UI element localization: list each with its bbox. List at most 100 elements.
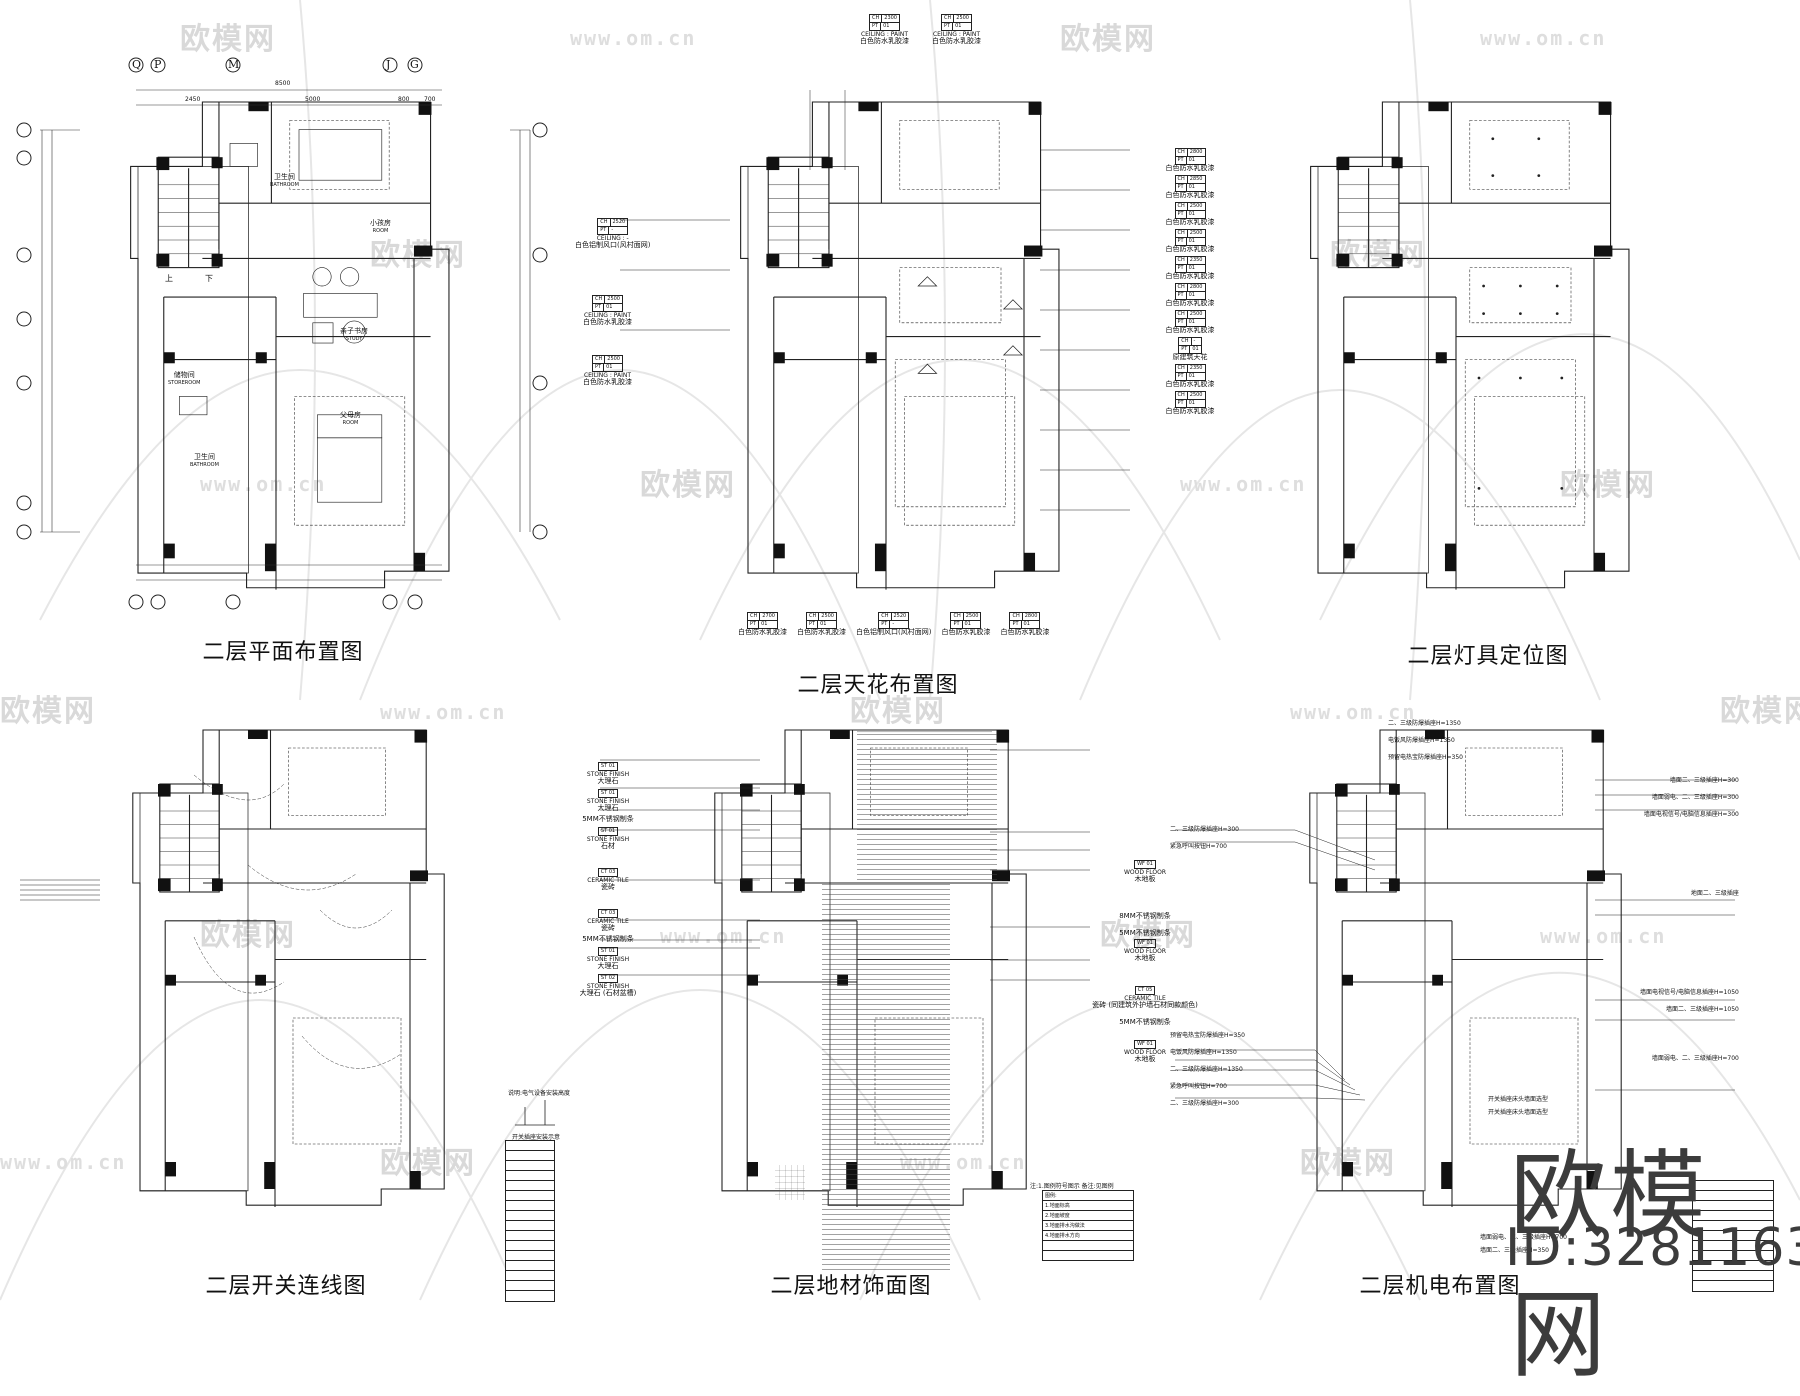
lighting-drawing [1310,101,1630,591]
floor-tag: 5MM不锈钢制条 [582,815,634,823]
mep-note: 电饭风防爆插座H=1350 [1388,737,1455,744]
mep-note: 墙面弱电、二、三级插座H=300 [1651,794,1739,801]
floor-finish-drawing [600,729,1090,1270]
mep-note: 二、三级防爆插座H=300 [1170,826,1239,833]
mep-note: 开关插座床头墙面选型 [1488,1096,1549,1103]
floor-legend-title: 注:1.图例符号图示 备注:见图例 [1030,1183,1114,1190]
mep-note: 墙面弱电、二、三级插座H=700 [1480,1234,1567,1241]
switch-plan [20,720,580,1260]
mep-note: 墙面电视信号/电脑信息插座H=1050 [1640,989,1739,996]
mep-notes-left: 二、三级防爆插座H=300 紧急呼叫按钮H=700 预留电热宝防爆插座H=350… [1170,824,1245,1107]
dim-segment: 800 [398,96,410,103]
title-mep: 二层机电布置图 [1359,1274,1521,1299]
mep-note: 紧急呼叫按钮H=700 [1170,843,1227,850]
mep-note: 开关插座床头墙面选型 [1488,1109,1549,1116]
mep-note: 二、三级防爆插座H=300 [1170,1100,1239,1107]
grid-col-g: G [410,58,419,71]
switch-detail-diagram [515,1100,555,1126]
watermark-arcs [0,0,1800,1301]
ceiling-plan [620,30,1200,630]
mep-notes-top: 二、三级防爆插座H=1350 电饭风防爆插座H=1350 预留电热宝防爆插座H=… [1388,718,1463,761]
mep-note: 预留电热宝防爆插座H=350 [1388,754,1463,761]
floor-tag: 5MM不锈钢制条 [582,935,634,943]
mep-note: 墙面二、三级插座H=1050 [1666,1006,1739,1013]
switch-drawing [20,729,445,1208]
floor-tag: 5MM不锈钢制条 [1119,929,1171,937]
title-lighting: 二层灯具定位图 [1407,644,1569,669]
mep-drawing [1175,729,1735,1208]
mep-note: 电饭风防爆插座H=1350 [1170,1049,1237,1056]
grid-col-j: J [386,58,391,71]
title-floor-layout: 二层平面布置图 [202,640,364,665]
mep-note: 预留电热宝防爆插座H=350 [1170,1032,1245,1039]
switch-detail-title: 说明:电气设备安装高度 [508,1090,571,1097]
mep-note: 墙面弱电、二、三级插座H=700 [1651,1055,1739,1062]
floor-tag: 8MM不锈钢制条 [1119,912,1171,920]
mep-notes-right: 墙面二、三级插座H=300 墙面弱电、二、三级插座H=300 墙面电视信号/电脑… [1640,775,1739,1062]
stair-down-label: 下 [205,274,213,283]
mep-notes-bottom: 墙面弱电、二、三级插座H=700 墙面二、三级插座H=350 [1480,1232,1567,1254]
grid-col-m: M [228,58,240,71]
floor-layout-drawing [130,101,450,591]
title-switch: 二层开关连线图 [205,1274,367,1299]
dim-segment: 700 [424,96,436,103]
floor-legend-table: 图例: 1.地面标高 2.地面坡度 3.地面排水沟做法 4.地面排水方向 [1042,1190,1134,1261]
mep-note: 地面二、三级插座 [1690,890,1739,897]
mep-note: 二、三级防爆插座H=1350 [1388,720,1461,727]
mep-note: 墙面电视信号/电脑信息插座H=300 [1643,811,1739,818]
floor-tag: 5MM不锈钢制条 [1119,1018,1171,1026]
dim-total: 8500 [275,80,291,87]
lighting-plan [1230,30,1770,630]
mep-notes-bed: 开关插座床头墙面选型 开关插座床头墙面选型 [1488,1094,1548,1116]
ceiling-drawing [620,90,1130,591]
dim-segment: 5000 [305,96,321,103]
title-ceiling: 二层天花布置图 [797,673,959,698]
mep-note: 二、三级防爆插座H=1350 [1170,1066,1243,1073]
mep-note: 紧急呼叫按钮H=700 [1170,1083,1227,1090]
dim-segment: 2450 [185,96,201,103]
stair-up-label: 上 [165,274,173,283]
mep-note: 墙面二、三级插座H=350 [1480,1247,1549,1254]
switch-detail-caption: 开关插座安装示意 [512,1134,561,1141]
mep-plan [1175,720,1795,1260]
mep-note: 墙面二、三级插座H=300 [1669,777,1739,784]
